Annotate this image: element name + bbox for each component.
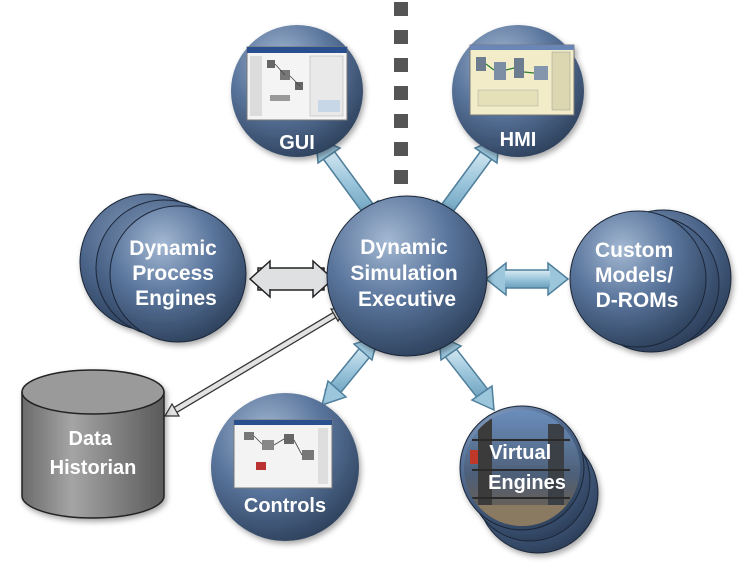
simulation-executive-label: Dynamic Simulation Executive (350, 236, 463, 311)
custom-models-node: Custom Models/ D-ROMs (569, 209, 732, 353)
gui-screenshot (246, 46, 348, 121)
hmi-node: HMI (452, 25, 584, 157)
controls-node: Controls (211, 393, 359, 541)
virtual-engines-label: Virtual Engines (488, 442, 566, 494)
plant-photo (464, 410, 580, 526)
data-historian-label: Data Historian (50, 428, 137, 479)
dashed-divider (394, 2, 408, 184)
gui-node: GUI (231, 25, 363, 157)
gui-label: GUI (279, 132, 315, 154)
controls-screenshot (233, 419, 333, 489)
arrow-center-custom (484, 261, 570, 297)
custom-models-label: Custom Models/ D-ROMs (595, 239, 679, 312)
arrow-center-process (248, 259, 335, 299)
data-historian-node: Data Historian (21, 369, 165, 519)
hmi-screenshot (469, 44, 575, 116)
process-engines-label: Dynamic Process Engines (129, 237, 222, 310)
process-engines-node: Dynamic Process Engines (79, 193, 247, 343)
controls-label: Controls (244, 495, 326, 517)
hmi-label: HMI (500, 129, 537, 151)
simulation-executive-node: Dynamic Simulation Executive (326, 195, 488, 357)
arrow-center-virtual (438, 334, 495, 412)
virtual-engines-node: Virtual Engines (459, 405, 599, 554)
